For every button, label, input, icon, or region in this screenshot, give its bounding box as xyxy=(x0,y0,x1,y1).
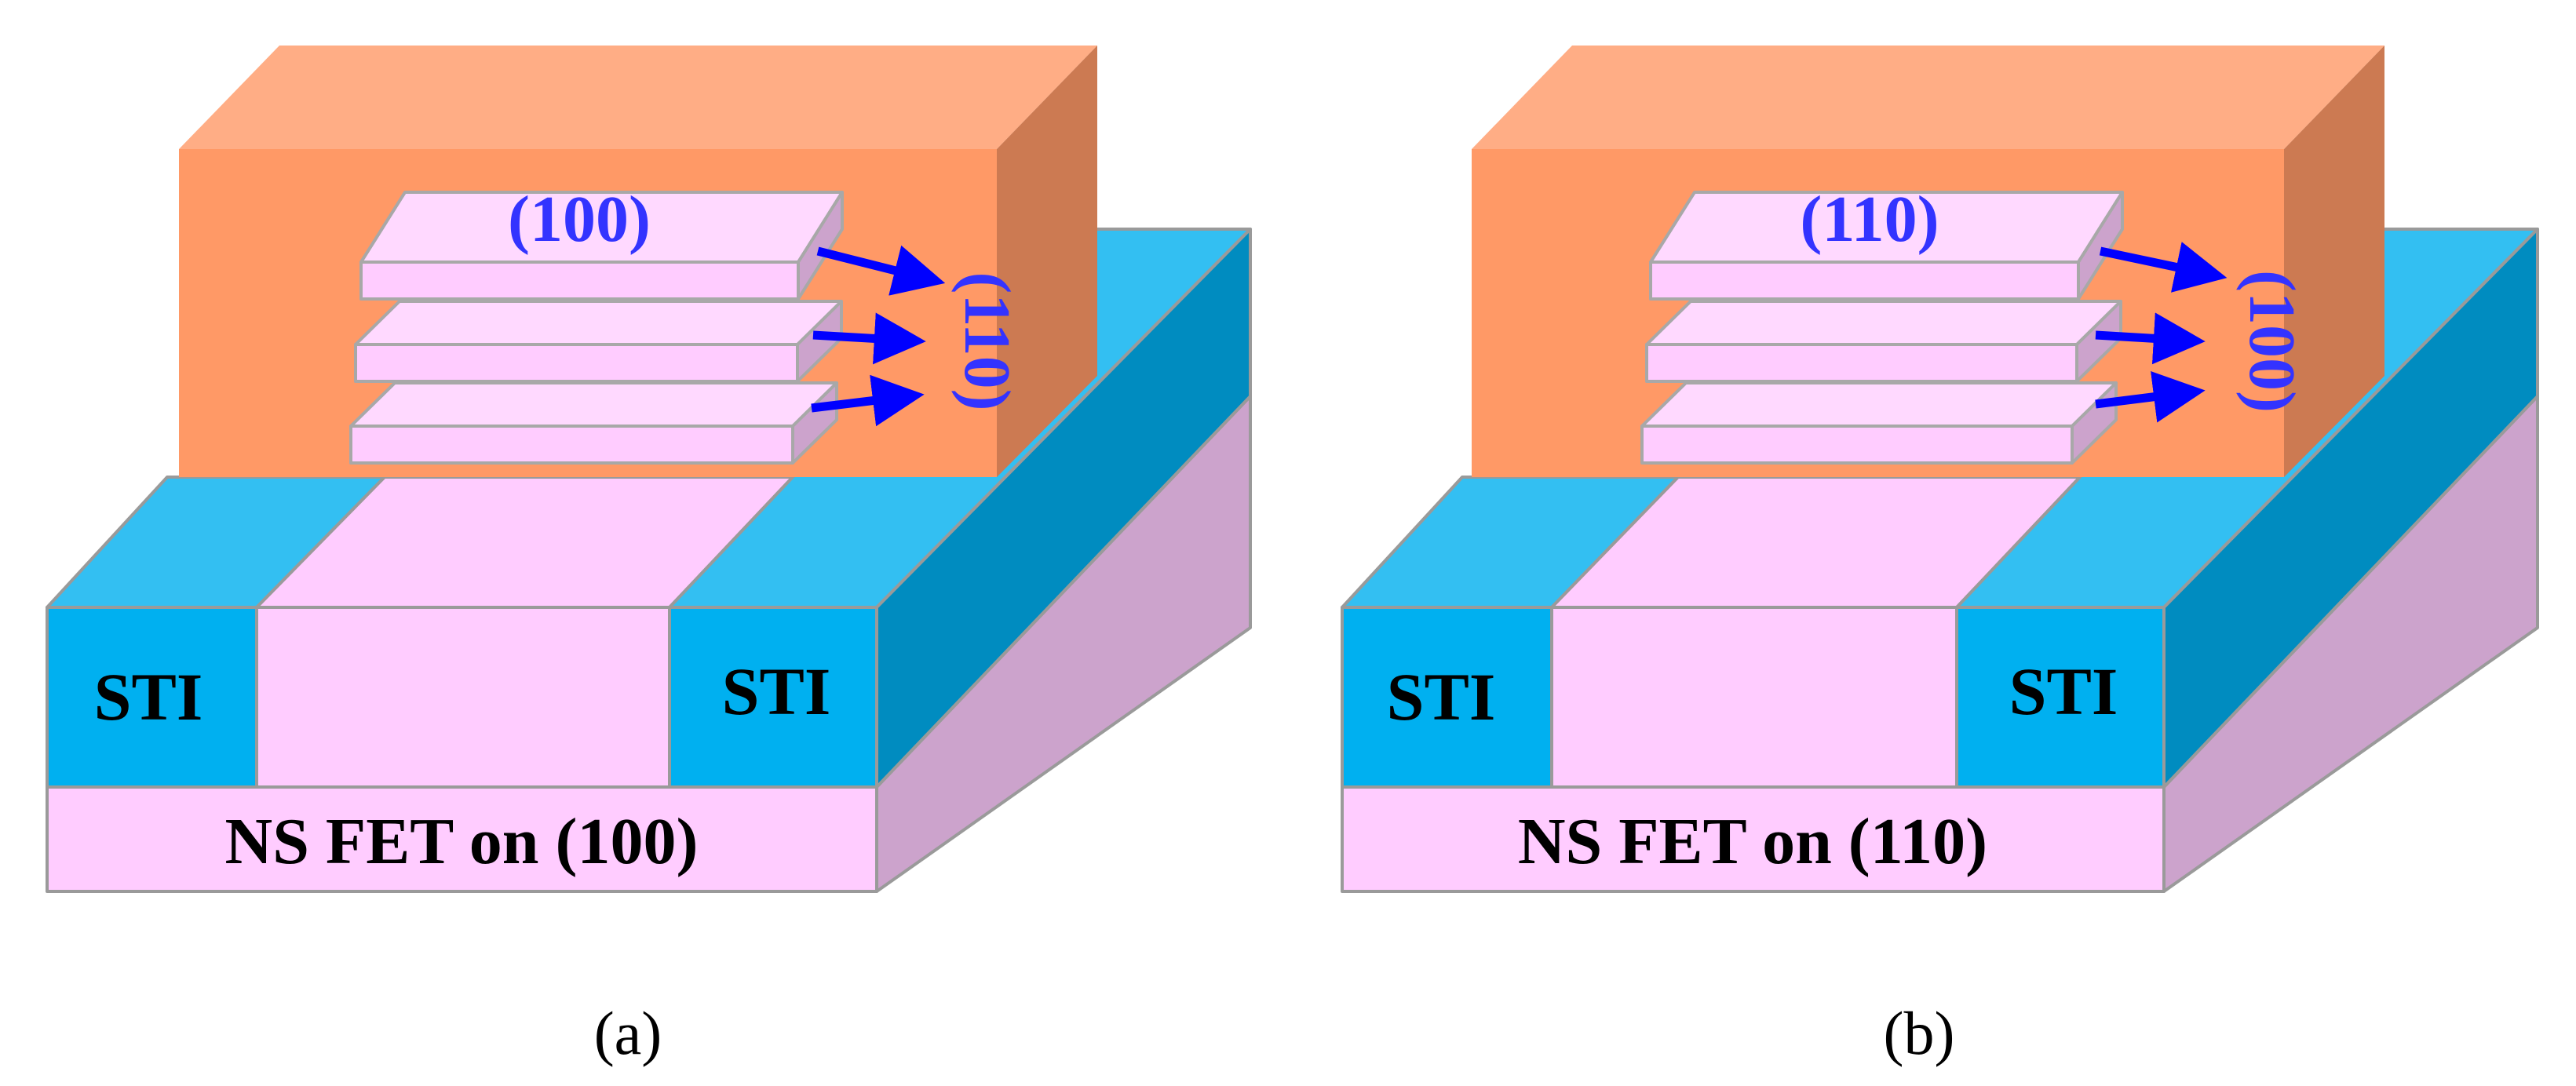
top-surface-plane-label: (110) xyxy=(1800,183,1939,256)
panel-a: (100) (110) STI STI NS FET on (100) (a) xyxy=(46,46,1252,1067)
substrate-label: NS FET on (110) xyxy=(1518,805,1987,878)
nanosheet-middle xyxy=(354,300,843,383)
sti-left-front xyxy=(1341,606,1553,789)
sti-right-label: STI xyxy=(2009,654,2118,729)
substrate-front xyxy=(1341,785,2166,893)
sidewall-plane-label: (100) xyxy=(2235,270,2308,413)
arrow-bottom xyxy=(811,374,925,427)
sti-left-front xyxy=(46,606,258,789)
gate-side xyxy=(2284,46,2384,477)
gate-side xyxy=(997,46,1097,477)
gate-top xyxy=(1472,46,2384,149)
channel-front xyxy=(255,606,671,789)
arrow-middle xyxy=(2095,312,2206,365)
panel-b: (110) (100) STI STI NS FET on (110) (b) xyxy=(1341,46,2539,1067)
channel-front xyxy=(1550,606,1958,789)
arrow-top xyxy=(2099,242,2228,293)
sti-right-front xyxy=(1955,606,2166,789)
panel-caption: (b) xyxy=(1884,999,1955,1067)
panel-caption: (a) xyxy=(594,999,662,1067)
sti-right-front xyxy=(668,606,878,789)
sti-right-label: STI xyxy=(722,654,831,729)
arrow-middle xyxy=(812,312,926,365)
nanosheet-bottom xyxy=(349,381,838,465)
gate-top xyxy=(179,46,1097,149)
substrate-front xyxy=(46,785,878,893)
sti-left-label: STI xyxy=(94,659,203,734)
nanosheet-bottom xyxy=(1640,381,2118,465)
sidewall-plane-label: (110) xyxy=(950,272,1023,410)
top-surface-plane-label: (100) xyxy=(508,183,651,256)
arrow-bottom xyxy=(2095,370,2206,423)
sti-left-label: STI xyxy=(1387,659,1496,734)
substrate-label: NS FET on (100) xyxy=(225,805,699,878)
arrow-top xyxy=(816,245,946,296)
nanosheet-top xyxy=(1649,191,2124,301)
nanosheet-middle xyxy=(1645,300,2122,383)
nanosheet-top xyxy=(359,191,844,301)
